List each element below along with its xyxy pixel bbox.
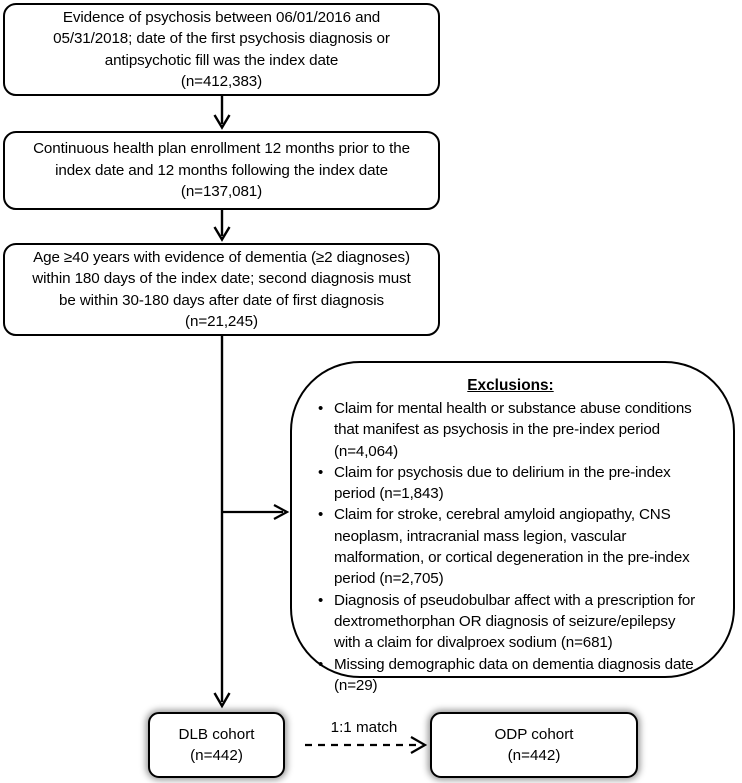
exclusions-list: • Claim for mental health or substance a… (302, 398, 719, 696)
stage-2-count: (n=137,081) (180, 183, 263, 201)
cohort-odp-label: ODP cohort (494, 725, 574, 743)
exclusion-3-line-1: Claim for stroke, cerebral amyloid angio… (334, 506, 671, 524)
exclusion-2-line-2: period (n=1,843) (334, 485, 444, 503)
bullet-icon: • (318, 591, 324, 609)
stage-3-text: Age ≥40 years with evidence of dementia … (5, 247, 438, 333)
cohort-dlb-label: DLB cohort (178, 725, 255, 743)
cohort-dlb-text: DLB cohort (n=442) (150, 724, 283, 767)
exclusion-5-line-1: Missing demographic data on dementia dia… (334, 655, 694, 673)
exclusion-item: • Missing demographic data on dementia d… (318, 654, 719, 697)
stage-3-line-3: be within 30-180 days after date of firs… (59, 291, 384, 309)
arrowhead-cohort-dlb (213, 692, 231, 709)
stage-1-line-1: Evidence of psychosis between 06/01/2016… (62, 8, 381, 26)
exclusion-1-line-2: that manifest as psychosis in the pre-in… (334, 421, 660, 439)
exclusion-item: • Diagnosis of pseudobulbar affect with … (318, 590, 719, 654)
exclusion-item: • Claim for stroke, cerebral amyloid ang… (318, 504, 719, 589)
arrowhead-exclusions (273, 504, 290, 520)
stage-3-line-2: within 180 days of the index date; secon… (32, 270, 411, 287)
stage-box-continuous-enrollment: Continuous health plan enrollment 12 mon… (3, 131, 440, 210)
cohort-box-odp: ODP cohort (n=442) (430, 712, 638, 778)
exclusions-title: Exclusions: (467, 377, 554, 394)
exclusion-4-line-1: Diagnosis of pseudobulbar affect with a … (334, 591, 696, 609)
stage-box-age-dementia-criteria: Age ≥40 years with evidence of dementia … (3, 243, 440, 336)
exclusion-5-count: (n=29) (334, 676, 378, 694)
stage-1-line-3: antipsychotic fill was the index date (104, 51, 339, 69)
exclusion-3-line-3: malformation, or cortical degeneration i… (334, 549, 690, 567)
exclusion-1-count: (n=4,064) (334, 442, 399, 460)
exclusion-4-line-2: dextromethorphan OR diagnosis of seizure… (334, 612, 676, 630)
stage-box-psychosis-evidence: Evidence of psychosis between 06/01/2016… (3, 3, 440, 96)
exclusions-box: Exclusions: • Claim for mental health or… (290, 361, 735, 694)
exclusion-3-line-2: neoplasm, intracranial mass legion, vasc… (334, 527, 627, 545)
bullet-icon: • (318, 463, 324, 481)
cohort-dlb-count: (n=442) (190, 747, 243, 764)
arrowhead-stage2 (213, 114, 231, 130)
exclusion-item: • Claim for psychosis due to delirium in… (318, 462, 719, 505)
bullet-icon: • (318, 400, 324, 417)
stage-3-line-1: Age ≥40 years with evidence of dementia … (33, 248, 410, 266)
stage-1-text: Evidence of psychosis between 06/01/2016… (5, 7, 438, 93)
stage-2-line-2: index date and 12 months following the i… (55, 161, 388, 179)
exclusion-item: • Claim for mental health or substance a… (318, 398, 719, 462)
exclusion-4-line-3: with a claim for divalproex sodium (n=68… (334, 634, 613, 652)
arrowhead-match (410, 736, 428, 754)
stage-1-line-2: 05/31/2018; date of the first psychosis … (53, 30, 390, 47)
cohort-odp-text: ODP cohort (n=442) (432, 724, 636, 767)
arrowhead-stage3 (213, 226, 231, 242)
cohort-box-dlb: DLB cohort (n=442) (148, 712, 285, 778)
stage-3-count: (n=21,245) (185, 313, 258, 330)
bullet-icon: • (318, 655, 324, 673)
exclusion-3-line-4: period (n=2,705) (334, 570, 444, 588)
match-label: 1:1 match (330, 719, 398, 736)
exclusion-1-line-1: Claim for mental health or substance abu… (334, 400, 692, 417)
stage-1-count: (n=412,383) (180, 73, 263, 90)
exclusion-2-line-1: Claim for psychosis due to delirium in t… (334, 463, 671, 481)
stage-2-line-1: Continuous health plan enrollment 12 mon… (33, 140, 410, 158)
cohort-odp-count: (n=442) (507, 747, 561, 764)
stage-2-text: Continuous health plan enrollment 12 mon… (5, 138, 438, 203)
bullet-icon: • (318, 506, 324, 524)
